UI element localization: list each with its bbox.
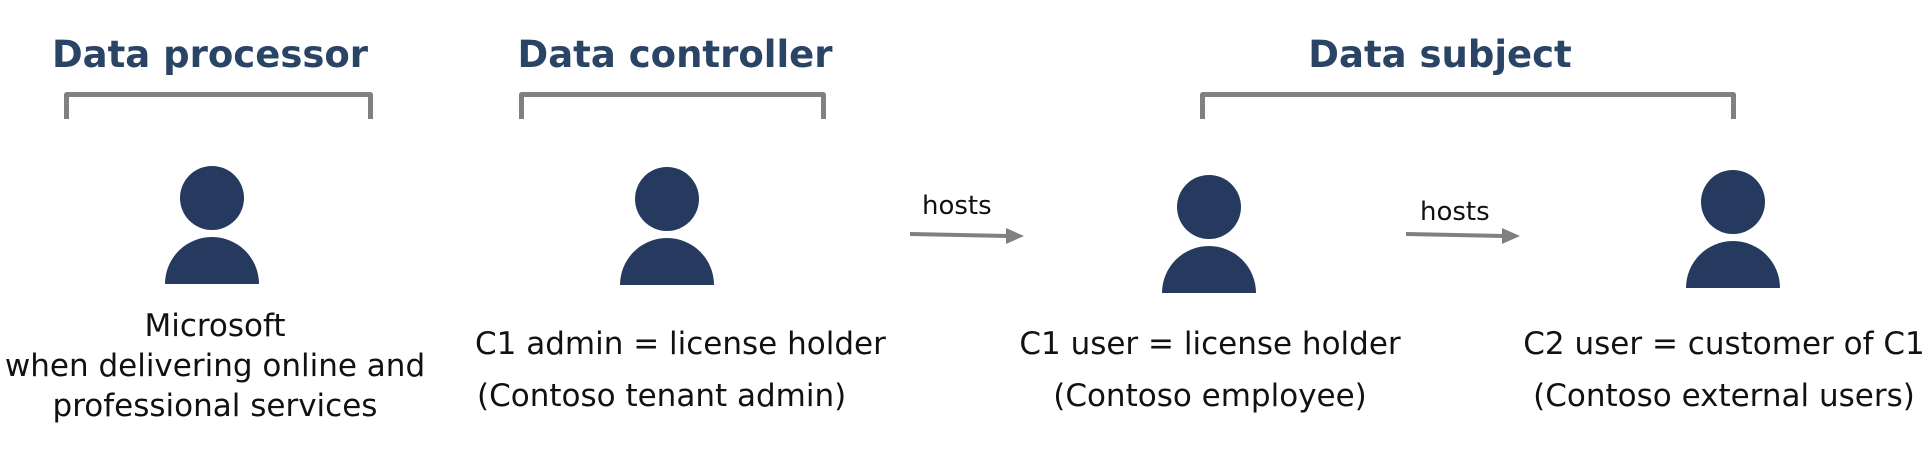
group-bracket-data-subject xyxy=(1200,92,1736,119)
person-icon xyxy=(1162,175,1256,293)
caption-line: professional services xyxy=(52,388,378,424)
actor-caption-c2-user: C2 user = customer of C1 (Contoso extern… xyxy=(1520,324,1928,416)
actor-caption-c1-user: C1 user = license holder (Contoso employ… xyxy=(1000,324,1420,416)
caption-line: (Contoso employee) xyxy=(1053,378,1367,414)
group-title-data-processor: Data processor xyxy=(51,33,369,76)
person-icon xyxy=(165,166,259,284)
actor-caption-c1-admin: C1 admin = license holder (Contoso tenan… xyxy=(465,324,886,416)
caption-line: C1 user = license holder xyxy=(1019,326,1401,362)
relation-label: hosts xyxy=(1420,197,1490,227)
group-title-data-subject: Data subject xyxy=(1308,33,1572,76)
caption-line: C1 admin = license holder xyxy=(475,326,886,362)
arrow-right-icon xyxy=(909,228,1024,244)
group-bracket-data-processor xyxy=(64,92,373,119)
arrow-right-icon xyxy=(1405,228,1520,244)
caption-line: Microsoft xyxy=(144,308,286,344)
person-icon xyxy=(1686,170,1780,288)
caption-line: (Contoso external users) xyxy=(1533,378,1915,414)
relation-label: hosts xyxy=(922,191,992,221)
caption-line: when delivering online and xyxy=(4,348,426,384)
caption-line: (Contoso tenant admin) xyxy=(477,378,847,414)
group-title-data-controller: Data controller xyxy=(517,33,833,76)
caption-line: C2 user = customer of C1 xyxy=(1523,326,1925,362)
group-bracket-data-controller xyxy=(519,92,826,119)
actor-caption-microsoft: Microsoft when delivering online and pro… xyxy=(0,306,430,426)
person-icon xyxy=(620,167,714,285)
